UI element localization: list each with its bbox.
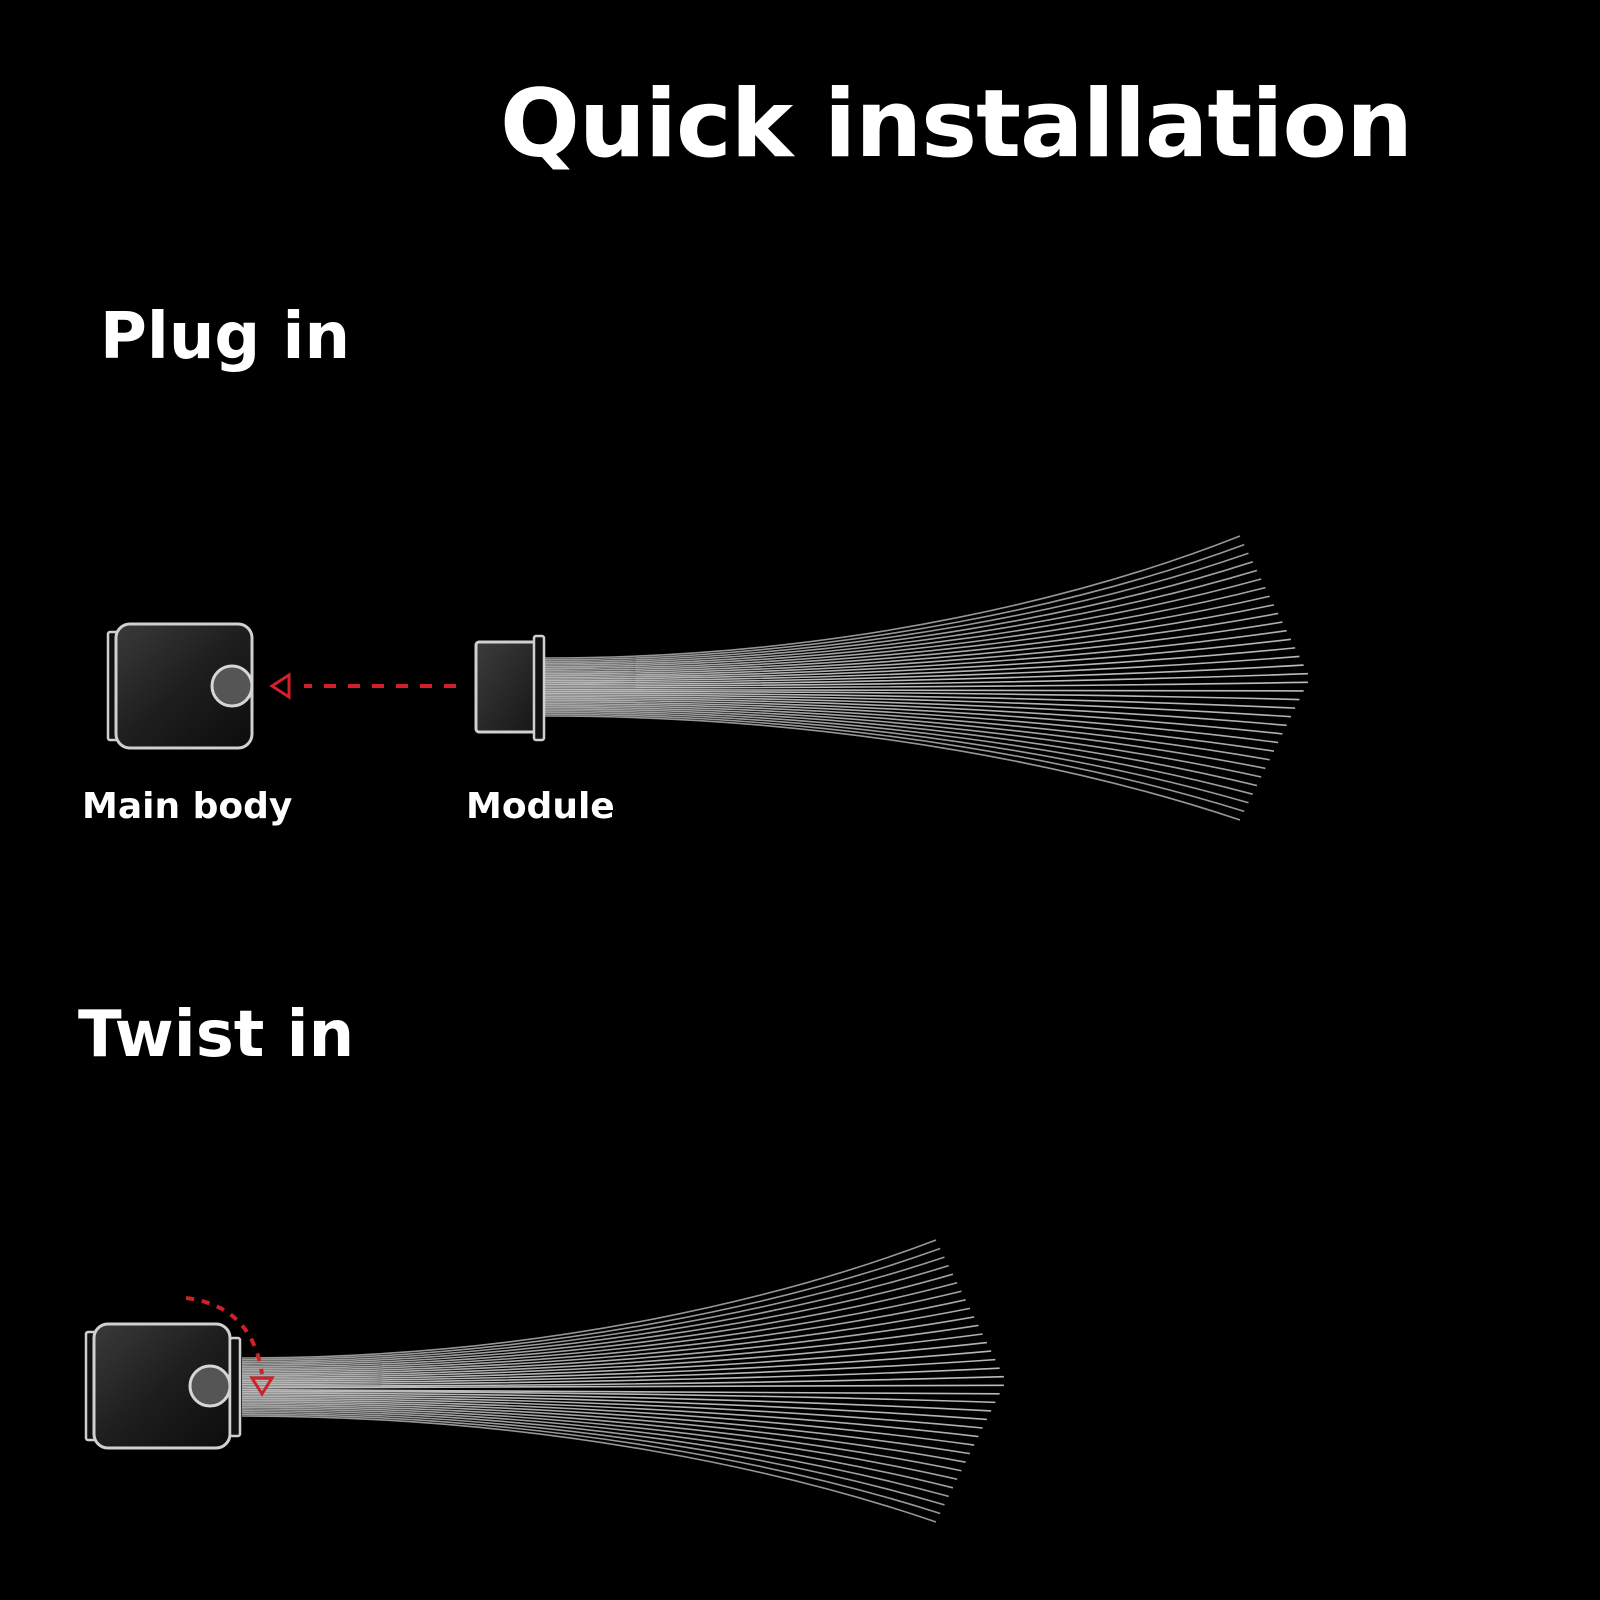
fiber-strand (241, 1406, 958, 1481)
step-heading-plug-in: Plug in (100, 300, 350, 374)
fiber-strand (241, 1290, 962, 1370)
fiber-strand (241, 1394, 987, 1421)
fiber-strand (544, 709, 1253, 795)
fiber-strand (544, 708, 1258, 787)
assembled-body-icon (84, 1322, 242, 1450)
fiber-strand (544, 569, 1258, 666)
main-body-icon (106, 622, 254, 750)
fiber-strand (544, 690, 1300, 701)
fiber-strand (241, 1402, 966, 1463)
fiber-strand (241, 1264, 949, 1365)
fiber-strand (241, 1367, 1000, 1386)
label-main-body: Main body (82, 786, 293, 827)
fiber-strand (241, 1316, 975, 1375)
fiber-strand (544, 561, 1253, 665)
fiber-strand (241, 1413, 941, 1515)
fiber-strand (544, 664, 1304, 686)
fiber-strand (544, 672, 1308, 687)
fiber-strand (544, 706, 1262, 778)
module-icon (474, 634, 546, 742)
fiber-strand (241, 1299, 966, 1372)
fiber-strand (544, 629, 1287, 679)
fiber-strand (544, 535, 1241, 659)
fiber-strand (544, 612, 1279, 675)
fiber-strand (241, 1281, 958, 1368)
fiber-strand (241, 1409, 949, 1498)
fiber-strand (241, 1256, 945, 1363)
fiber-strand (241, 1350, 992, 1382)
fiber-strand (544, 711, 1249, 804)
fiber-strand (241, 1358, 996, 1384)
fiber-strand (544, 701, 1275, 752)
fiber-strand (544, 692, 1296, 709)
fiber-strand (544, 552, 1249, 663)
fiber-strand (241, 1324, 979, 1377)
fiber-strand (241, 1397, 979, 1438)
fiber-strand (544, 704, 1266, 770)
curved-dashed-arrow (185, 1296, 275, 1397)
fiber-strand (241, 1273, 954, 1366)
fiber-strand (544, 697, 1283, 735)
fiber-strand (544, 715, 1241, 821)
fiber-strand (241, 1341, 987, 1380)
fiber-strand (544, 688, 1304, 692)
step-heading-twist-in: Twist in (78, 998, 355, 1072)
fiber-strand (241, 1384, 1004, 1389)
fiber-strand (241, 1411, 945, 1506)
fiber-strand (241, 1392, 992, 1412)
fiber-strand (544, 543, 1245, 661)
fiber-strand (241, 1375, 1004, 1387)
fiber-strand (544, 655, 1300, 684)
fiber-strand (241, 1333, 983, 1379)
fiber-strand (544, 638, 1292, 680)
fiber-strand (544, 681, 1308, 689)
label-module: Module (466, 786, 615, 827)
fiber-strand (544, 604, 1275, 673)
fiber-strand (241, 1390, 996, 1404)
fiber-strand (544, 595, 1270, 672)
dashed-arrow-left (269, 672, 456, 700)
fiber-strand (544, 647, 1296, 682)
fiber-strand (241, 1404, 962, 1472)
fiber-strand (241, 1408, 954, 1489)
fiber-strand (241, 1395, 983, 1429)
fiber-strand (544, 621, 1283, 677)
fiber-strand (241, 1415, 937, 1523)
fiber-optic-bundle-assembled (241, 1239, 1004, 1523)
fiber-strand (241, 1307, 971, 1373)
fiber-strand (544, 699, 1279, 744)
fiber-strand (544, 578, 1262, 668)
fiber-strand (544, 694, 1291, 718)
fiber-strand (241, 1401, 971, 1455)
fiber-optic-bundle (544, 535, 1308, 821)
fiber-strand (544, 695, 1287, 727)
fiber-strand (241, 1399, 975, 1446)
fiber-strand (241, 1239, 937, 1359)
fiber-strand (544, 702, 1270, 761)
fiber-strand (544, 713, 1245, 813)
fiber-strand (544, 586, 1266, 670)
fiber-strand (241, 1247, 941, 1361)
